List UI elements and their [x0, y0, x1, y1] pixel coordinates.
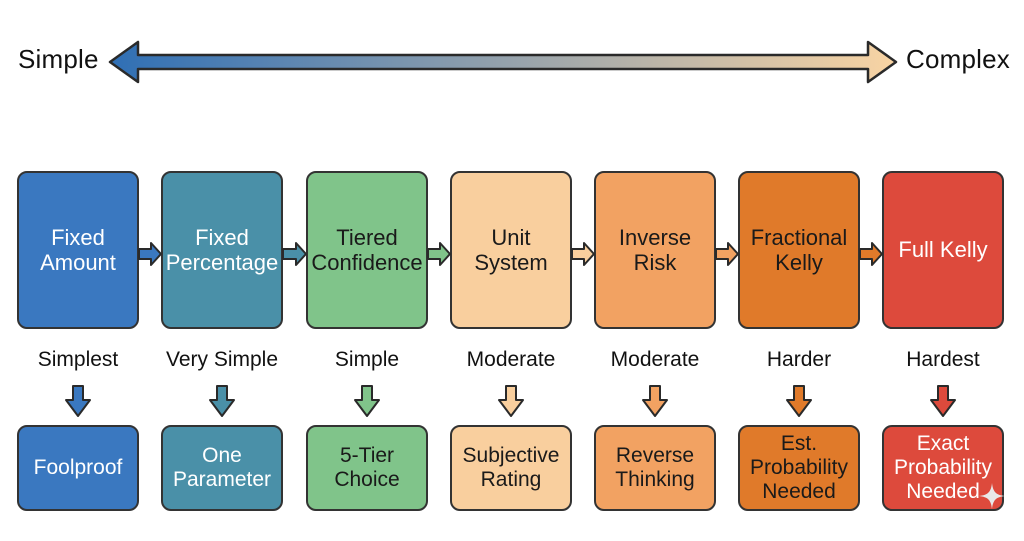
complexity-scale-arrow — [108, 40, 898, 84]
method-label: Unit System — [474, 224, 548, 275]
trait-box-reverse-thinking: Reverse Thinking — [594, 425, 716, 511]
complexity-level-label: Simple — [334, 348, 400, 371]
right-arrow-icon — [715, 242, 739, 266]
down-arrow-icon — [930, 385, 956, 417]
method-label: Fractional Kelly — [750, 224, 848, 275]
sparkle-icon — [979, 483, 1005, 509]
method-label: Tiered Confidence — [311, 224, 423, 275]
method-box-fixed-percentage: Fixed Percentage — [161, 171, 283, 329]
trait-box-est-probability-needed: Est. Probability Needed — [738, 425, 860, 511]
down-arrow-icon — [209, 385, 235, 417]
right-arrow-icon — [859, 242, 883, 266]
trait-box-foolproof: Foolproof — [17, 425, 139, 511]
complexity-level-label: Very Simple — [165, 348, 279, 371]
trait-label: Foolproof — [33, 455, 123, 479]
trait-label: One Parameter — [172, 443, 272, 491]
method-label: Inverse Risk — [618, 224, 692, 275]
down-arrow-icon — [642, 385, 668, 417]
method-box-full-kelly: Full Kelly — [882, 171, 1004, 329]
trait-box-one-parameter: One Parameter — [161, 425, 283, 511]
scale-left-label: Simple — [18, 44, 99, 74]
method-label: Fixed Amount — [40, 224, 116, 275]
down-arrow-icon — [498, 385, 524, 417]
complexity-level-label: Simplest — [37, 348, 119, 371]
down-arrow-icon — [65, 385, 91, 417]
complexity-level-label: Moderate — [610, 348, 700, 371]
trait-label: Subjective Rating — [462, 443, 560, 491]
trait-box-subjective-rating: Subjective Rating — [450, 425, 572, 511]
complexity-level-label: Moderate — [466, 348, 556, 371]
complexity-level-label: Harder — [766, 348, 832, 371]
method-box-inverse-risk: Inverse Risk — [594, 171, 716, 329]
right-arrow-icon — [138, 242, 162, 266]
right-arrow-icon — [427, 242, 451, 266]
trait-label: 5-Tier Choice — [334, 443, 400, 491]
method-box-fractional-kelly: Fractional Kelly — [738, 171, 860, 329]
double-headed-arrow — [108, 40, 898, 84]
trait-label: Reverse Thinking — [615, 443, 695, 491]
right-arrow-icon — [282, 242, 307, 266]
complexity-level-label: Hardest — [906, 348, 980, 371]
method-label: Fixed Percentage — [165, 224, 279, 275]
down-arrow-icon — [354, 385, 380, 417]
down-arrow-icon — [786, 385, 812, 417]
method-box-fixed-amount: Fixed Amount — [17, 171, 139, 329]
trait-label: Est. Probability Needed — [749, 431, 849, 504]
trait-box-5-tier-choice: 5-Tier Choice — [306, 425, 428, 511]
method-box-tiered-confidence: Tiered Confidence — [306, 171, 428, 329]
method-label: Full Kelly — [898, 237, 988, 263]
trait-box-exact-probability-needed: Exact Probability Needed — [882, 425, 1004, 511]
trait-label: Exact Probability Needed — [893, 431, 993, 504]
scale-right-label: Complex — [906, 44, 1010, 74]
method-box-unit-system: Unit System — [450, 171, 572, 329]
right-arrow-icon — [571, 242, 595, 266]
